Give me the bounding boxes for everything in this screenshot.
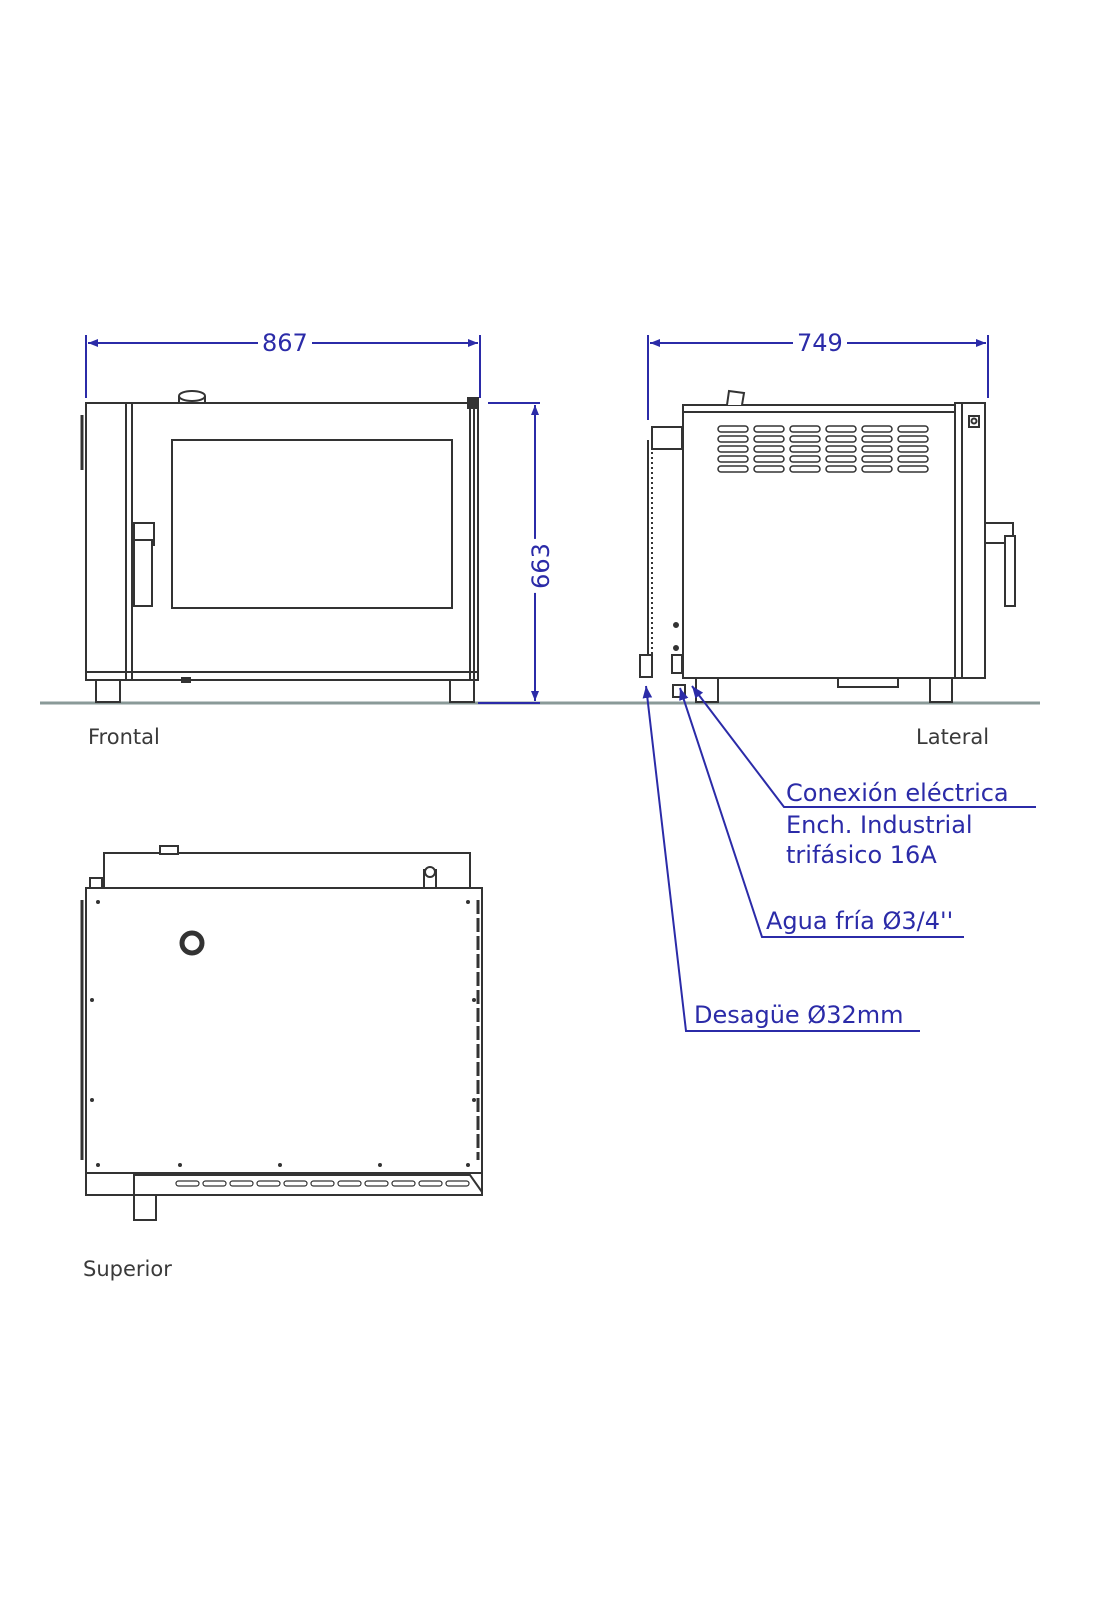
vent-slot [861, 435, 893, 443]
top-view-label: Superior [83, 1257, 172, 1281]
screw-dot [466, 900, 470, 904]
vent-slot [825, 445, 857, 453]
vent-slot [753, 425, 785, 433]
side-foot-left [695, 677, 719, 703]
callout-water: Agua fría Ø3/4'' [766, 907, 954, 935]
side-vents [717, 425, 929, 473]
screw-dot [90, 998, 94, 1002]
vent-slot [897, 445, 929, 453]
front-view [80, 390, 479, 703]
screw-dot [90, 1098, 94, 1102]
leader-drain [642, 685, 920, 1032]
door-slot [391, 1180, 416, 1187]
vent-slot [717, 425, 749, 433]
callout-drain: Desagüe Ø32mm [694, 1001, 904, 1029]
screw-dot [278, 1163, 282, 1167]
screw-dot [178, 1163, 182, 1167]
door-slot [364, 1180, 389, 1187]
screw-dot [466, 1163, 470, 1167]
vent-slot [717, 465, 749, 473]
vent-slot [825, 465, 857, 473]
vent-slot [897, 465, 929, 473]
screw-dot [96, 1163, 100, 1167]
door-slot [256, 1180, 281, 1187]
screw-dot [472, 1098, 476, 1102]
top-view [80, 845, 483, 1221]
leader-electrical [691, 685, 1036, 808]
vent-slot [717, 455, 749, 463]
vent-slot [753, 445, 785, 453]
top-body [85, 887, 483, 1174]
door-slot [229, 1180, 254, 1187]
depth-dimension-label: 749 [793, 330, 847, 356]
door-slot [175, 1180, 200, 1187]
callout-electrical-plug: Ench. Industrial [786, 811, 973, 839]
vent-slot [861, 425, 893, 433]
vent-slot [717, 445, 749, 453]
callout-leaders [642, 685, 1036, 1032]
door-slot [445, 1180, 470, 1187]
callout-electrical: Conexión eléctrica [786, 779, 1009, 807]
screw-dot [96, 900, 100, 904]
top-door-slots [175, 1180, 470, 1187]
side-view-label: Lateral [916, 725, 990, 749]
height-dimension-label: 663 [527, 539, 555, 593]
vent-slot [861, 465, 893, 473]
vent-slot [789, 425, 821, 433]
vent-slot [753, 455, 785, 463]
side-view [639, 389, 1016, 703]
width-dimension-label: 867 [258, 330, 312, 356]
door-slot [283, 1180, 308, 1187]
vent-slot [897, 435, 929, 443]
screw-dot [378, 1163, 382, 1167]
front-view-label: Frontal [88, 725, 160, 749]
callout-electrical-spec: trifásico 16A [786, 841, 937, 869]
vent-slot [789, 455, 821, 463]
vent-slot [825, 435, 857, 443]
door-slot [310, 1180, 335, 1187]
door-slot [337, 1180, 362, 1187]
top-screws [90, 900, 476, 1167]
vent-slot [753, 465, 785, 473]
vent-slot [861, 455, 893, 463]
vent-slot [789, 445, 821, 453]
leader-water [679, 687, 964, 938]
vent-slot [825, 455, 857, 463]
vent-slot [897, 455, 929, 463]
front-foot-right [449, 679, 475, 703]
side-foot-right [929, 677, 953, 703]
vent-slot [861, 445, 893, 453]
vent-slot [717, 435, 749, 443]
front-glass [171, 439, 453, 609]
door-slot [418, 1180, 443, 1187]
vent-slot [825, 425, 857, 433]
top-vent-hole [179, 930, 205, 956]
vent-slot [753, 435, 785, 443]
screw-dot [472, 998, 476, 1002]
door-slot [202, 1180, 227, 1187]
top-handle [133, 1194, 157, 1221]
vent-slot [897, 425, 929, 433]
vent-slot [789, 435, 821, 443]
vent-slot [789, 465, 821, 473]
front-foot-left [95, 679, 121, 703]
